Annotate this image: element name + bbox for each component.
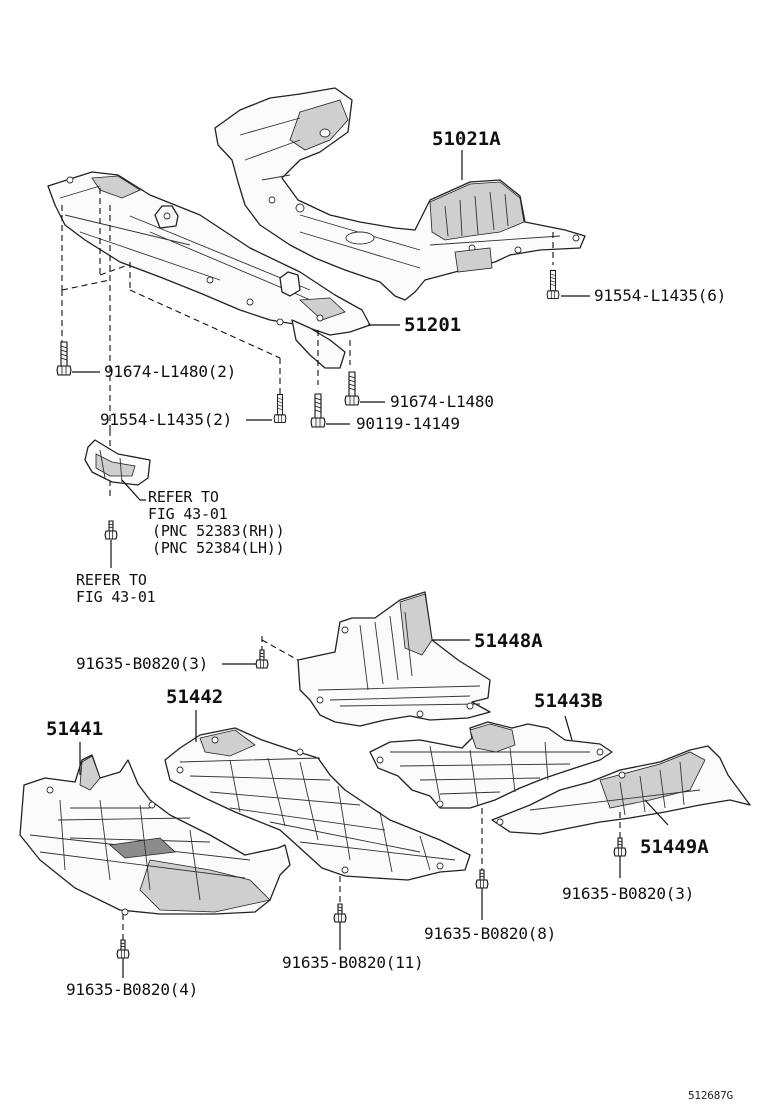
- splash-bracket: [84, 439, 151, 486]
- part-label-51201: 51201: [404, 314, 462, 336]
- part-label-51021A: 51021A: [432, 128, 501, 150]
- part-label-51441: 51441: [46, 718, 104, 740]
- fastener-label-91674-L1480: 91674-L1480: [390, 392, 494, 411]
- fastener-label-91554-L1435-6: 91554-L1435(6): [594, 286, 727, 305]
- clip-91635-3a: [255, 649, 269, 669]
- clip-91635-3b: [613, 837, 627, 857]
- reference-note-1-pnc-rh: (PNC 52383(RH)): [152, 522, 285, 540]
- illustration-code: 512687G: [688, 1089, 733, 1102]
- fastener-label-91635-B0820-3-upper: 91635-B0820(3): [76, 654, 209, 673]
- fastener-label-91554-L1435-2: 91554-L1435(2): [100, 410, 233, 429]
- part-label-51449A: 51449A: [640, 836, 709, 858]
- part-label-51442: 51442: [166, 686, 224, 708]
- reference-note-2-line2: FIG 43-01: [76, 588, 156, 606]
- reference-note-1-line2: FIG 43-01: [148, 505, 228, 523]
- part-label-51448A: 51448A: [474, 630, 543, 652]
- fastener-label-91635-B0820-11: 91635-B0820(11): [282, 953, 424, 972]
- fastener-label-91635-B0820-8: 91635-B0820(8): [424, 924, 557, 943]
- clip-91635-11: [333, 903, 347, 923]
- fastener-label-91635-B0820-3-lower: 91635-B0820(3): [562, 884, 695, 903]
- frame-51021A: [214, 87, 586, 301]
- reference-note-1-pnc-lh: (PNC 52384(LH)): [152, 539, 285, 557]
- fastener-label-91674-L1480-2: 91674-L1480(2): [104, 362, 237, 381]
- clip-ref: [104, 520, 118, 540]
- clip-91635-8: [475, 869, 489, 889]
- part-label-51443B: 51443B: [534, 690, 603, 712]
- clip-91635-4: [116, 939, 130, 959]
- bolt-91674-2: [56, 341, 72, 376]
- bolt-91554-6: [546, 269, 560, 300]
- bolt-91554-2: [273, 393, 287, 424]
- crossmember-51201: [47, 171, 371, 369]
- reference-note-1-line1: REFER TO: [148, 488, 219, 506]
- cover-51441: [19, 754, 291, 916]
- bolt-91674: [344, 371, 360, 406]
- reference-note-2-line1: REFER TO: [76, 571, 147, 589]
- fastener-label-91635-B0820-4: 91635-B0820(4): [66, 980, 199, 999]
- bolt-90119: [310, 393, 326, 428]
- cover-51443B: [369, 721, 613, 809]
- cover-51442: [164, 727, 471, 881]
- cover-51448A: [297, 591, 491, 727]
- fastener-label-90119-14149: 90119-14149: [356, 414, 460, 433]
- cover-51449A: [491, 745, 751, 835]
